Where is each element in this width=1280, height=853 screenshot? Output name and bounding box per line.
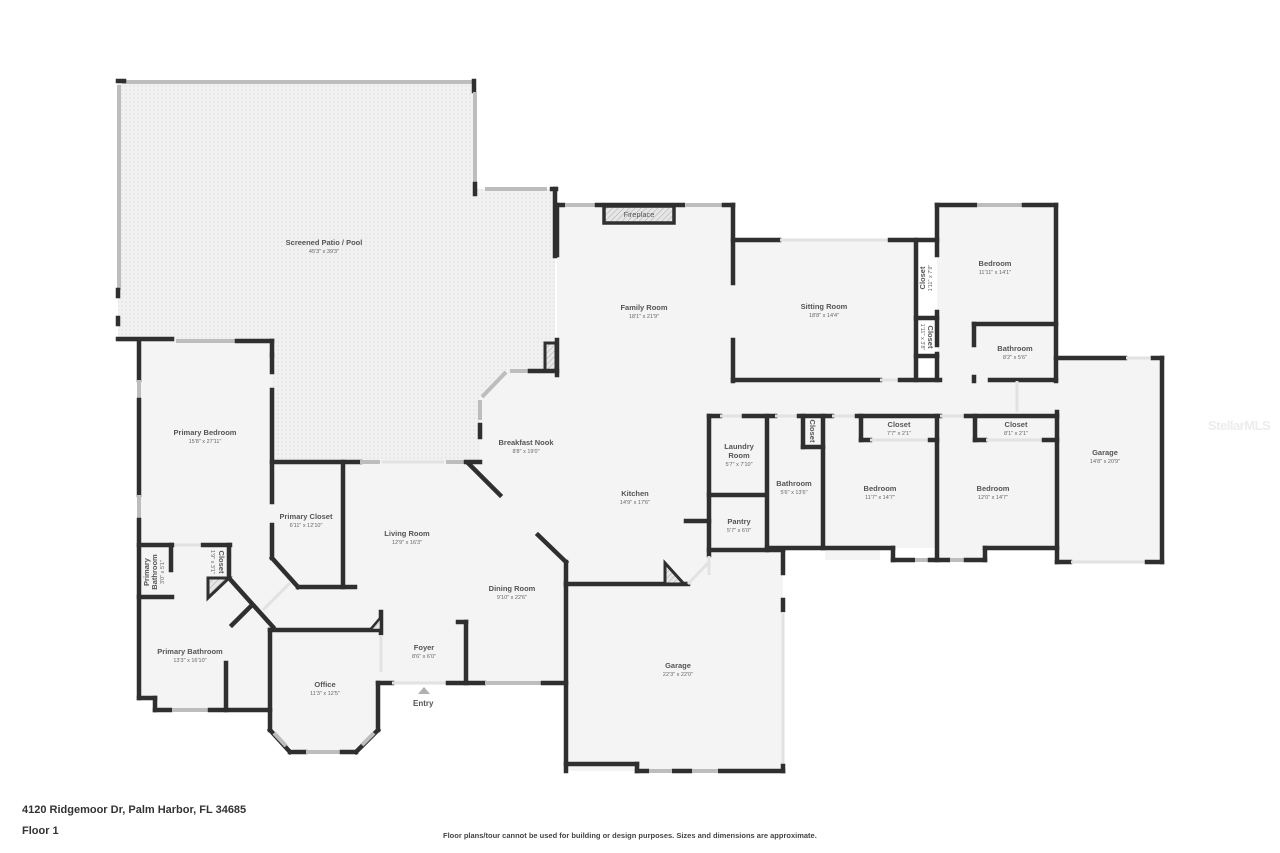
floor-label: Floor 1 [22, 825, 59, 837]
room-labels: Screened Patio / Pool 45'3" x 39'3" Fami… [142, 238, 1120, 697]
room-dimensions: 1'11" x 7'9" [928, 265, 934, 292]
room-name-line2: Room [728, 451, 750, 460]
room-dimensions: 11'11" x 14'1" [979, 270, 1011, 276]
room-name: Foyer [414, 643, 435, 652]
entry-label: Entry [413, 699, 434, 708]
room-name: Closet [918, 266, 927, 289]
room-primary-bathroom: Primary Bathroom 13'3" x 16'10" [157, 647, 223, 664]
room-dimensions: 1'11" x 3'8" [919, 324, 925, 351]
room-name: Garage [1092, 448, 1118, 457]
room-name: Closet [217, 551, 226, 574]
room-screened-patio: Screened Patio / Pool 45'3" x 39'3" [286, 238, 363, 255]
room-dimensions: 5'7" x 6'0" [727, 528, 751, 534]
room-name: Kitchen [621, 489, 649, 498]
screened-patio-area [118, 81, 555, 462]
room-dimensions: 45'3" x 39'3" [309, 249, 339, 255]
room-family-room: Family Room 18'1" x 21'9" [620, 303, 667, 320]
room-laundry: Laundry Room 5'7" x 7'10" [724, 442, 754, 468]
room-closet-primary: Closet 1'9" x 3'1" [209, 550, 226, 574]
room-primary-bathroom-small: Primary Bathroom 3'0" x 5'1" [142, 554, 166, 590]
room-dimensions: 11'7" x 14'7" [865, 495, 895, 501]
room-name: Bathroom [997, 344, 1033, 353]
room-name: Laundry [724, 442, 754, 451]
room-name: Garage [665, 661, 691, 670]
room-name: Closet [888, 420, 911, 429]
room-closet-3: Closet [808, 420, 817, 443]
room-primary-closet: Primary Closet 6'11" x 12'10" [280, 512, 333, 529]
room-dimensions: 8'2" x 5'6" [1003, 355, 1027, 361]
entry-arrow-icon [418, 687, 430, 694]
room-dimensions: 14'8" x 20'9" [1090, 459, 1120, 465]
room-name: Bedroom [864, 484, 897, 493]
room-closet-2: Closet 1'11" x 3'8" [919, 324, 935, 351]
room-name: Pantry [727, 517, 751, 526]
disclaimer: Floor plans/tour cannot be used for buil… [443, 831, 817, 840]
room-name: Closet [1005, 420, 1028, 429]
room-sitting-room: Sitting Room 18'8" x 14'4" [801, 302, 848, 319]
room-dimensions: 12'0" x 14'7" [978, 495, 1008, 501]
room-dimensions: 18'8" x 14'4" [809, 313, 839, 319]
room-closet-5: Closet 8'1" x 2'1" [1004, 420, 1028, 437]
room-dimensions: 22'3" x 22'0" [663, 672, 693, 678]
room-pantry: Pantry 5'7" x 6'0" [727, 517, 752, 534]
room-name: Screened Patio / Pool [286, 238, 363, 247]
room-name: Bedroom [977, 484, 1010, 493]
room-name: Closet [926, 326, 935, 349]
room-closet-4: Closet 7'7" x 2'1" [887, 420, 911, 437]
room-primary-bedroom: Primary Bedroom 15'8" x 27'11" [174, 428, 237, 445]
room-bedroom-ne: Bedroom 11'11" x 14'1" [979, 259, 1012, 276]
room-dimensions: 7'7" x 2'1" [887, 431, 911, 437]
room-dimensions: 15'8" x 27'11" [189, 439, 222, 445]
room-dimensions: 11'3" x 12'5" [310, 691, 340, 697]
room-name: Dining Room [489, 584, 536, 593]
room-dimensions: 8'8" x 19'0" [512, 449, 539, 455]
walls [115, 78, 1165, 774]
room-bedroom-middle: Bedroom 11'7" x 14'7" [864, 484, 897, 501]
property-address: 4120 Ridgemoor Dr, Palm Harbor, FL 34685 [22, 804, 247, 816]
room-breakfast-nook: Breakfast Nook 8'8" x 19'0" [498, 438, 554, 455]
room-name: Sitting Room [801, 302, 848, 311]
room-garage-west: Garage 22'3" x 22'0" [663, 661, 693, 678]
room-dimensions: 5'7" x 7'10" [725, 462, 752, 468]
watermark-logo: StellarMLS [1208, 418, 1271, 433]
room-office: Office 11'3" x 12'5" [310, 680, 340, 697]
room-dimensions: 8'1" x 2'1" [1004, 431, 1028, 437]
room-name: Primary Bathroom [157, 647, 223, 656]
room-dimensions: 12'9" x 16'3" [392, 540, 422, 546]
room-bathroom-south: Bathroom 5'6" x 13'6" [776, 479, 812, 496]
room-dimensions: 5'6" x 13'6" [780, 490, 807, 496]
room-dimensions: 13'3" x 16'10" [173, 658, 206, 664]
room-dimensions: 14'9" x 17'6" [620, 500, 650, 506]
room-name: Breakfast Nook [498, 438, 554, 447]
room-name: Primary [142, 557, 151, 586]
fireplace-label: Fireplace [624, 210, 655, 219]
room-kitchen: Kitchen 14'9" x 17'6" [620, 489, 650, 506]
room-name: Family Room [620, 303, 667, 312]
interior-floor [139, 205, 1162, 771]
room-name: Living Room [384, 529, 430, 538]
room-name: Bathroom [776, 479, 812, 488]
room-dimensions: 8'6" x 6'0" [412, 654, 436, 660]
room-name: Bedroom [979, 259, 1012, 268]
room-garage-east: Garage 14'8" x 20'9" [1090, 448, 1120, 465]
room-name: Office [314, 680, 335, 689]
room-living-room: Living Room 12'9" x 16'3" [384, 529, 430, 546]
room-dimensions: 3'0" x 5'1" [160, 560, 166, 584]
room-name: Closet [808, 420, 817, 443]
room-dimensions: 1'9" x 3'1" [209, 550, 215, 574]
room-foyer: Foyer 8'6" x 6'0" [412, 643, 436, 660]
room-dimensions: 6'11" x 12'10" [290, 523, 323, 529]
room-name: Primary Closet [280, 512, 333, 521]
room-dining-room: Dining Room 9'10" x 22'6" [489, 584, 536, 601]
room-bathroom-ne: Bathroom 8'2" x 5'6" [997, 344, 1033, 361]
room-dimensions: 9'10" x 22'6" [497, 595, 527, 601]
room-name-line2: Bathroom [150, 554, 159, 590]
room-bedroom-east: Bedroom 12'0" x 14'7" [977, 484, 1010, 501]
room-closet-1: Closet 1'11" x 7'9" [918, 265, 934, 292]
room-dimensions: 18'1" x 21'9" [629, 314, 659, 320]
room-name: Primary Bedroom [174, 428, 237, 437]
